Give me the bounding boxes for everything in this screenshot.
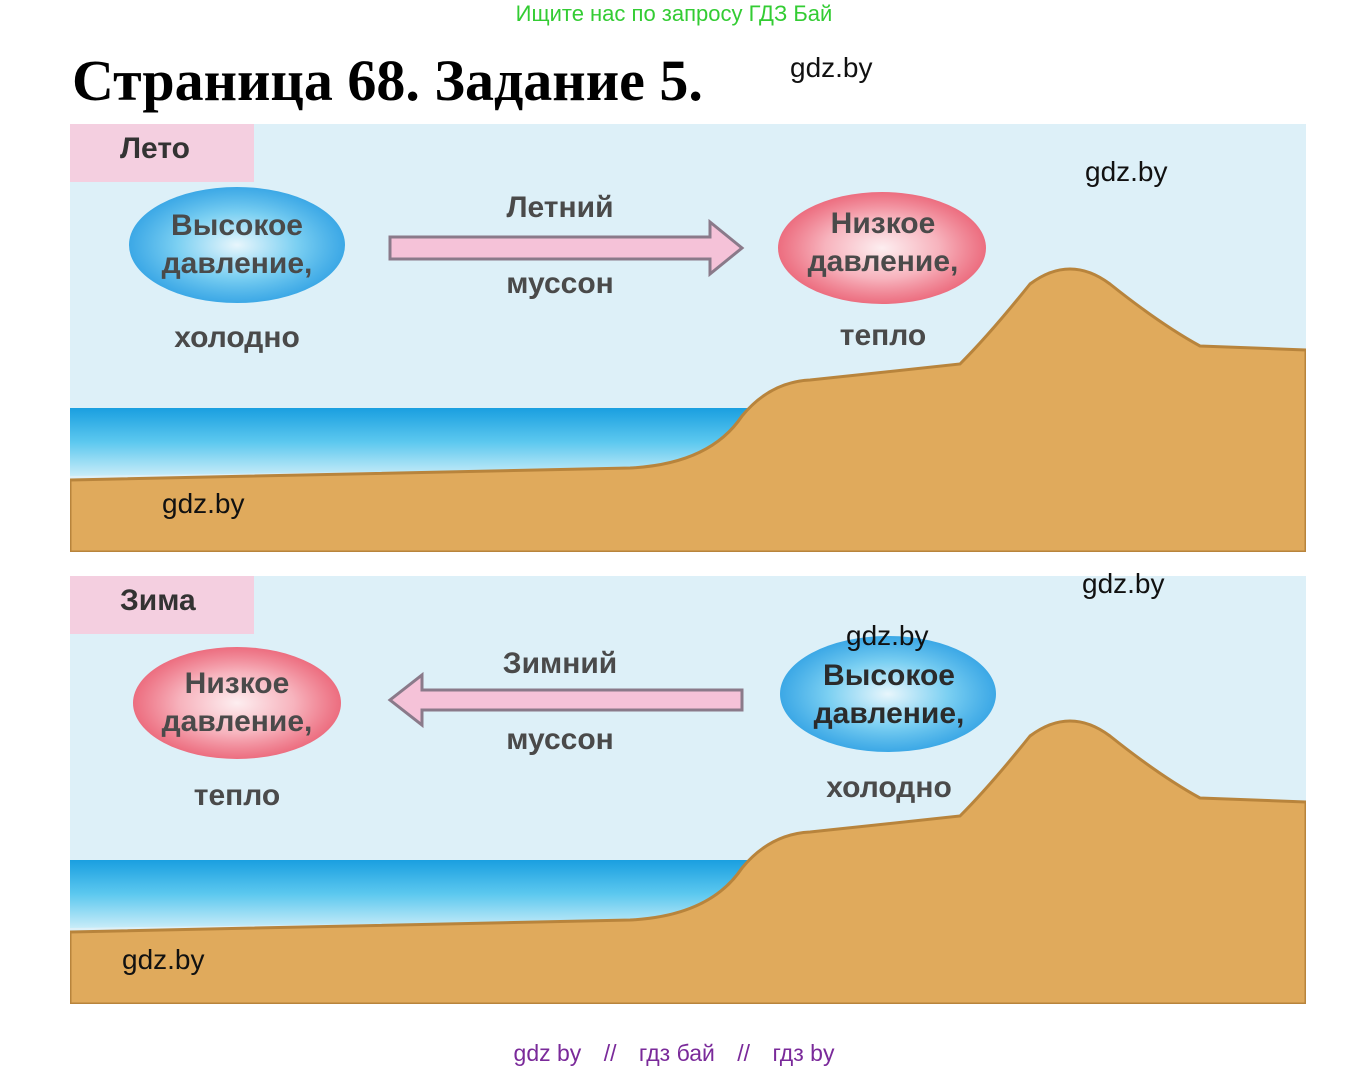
season-label-bg <box>70 124 254 182</box>
top-banner: Ищите нас по запросу ГДЗ Бай <box>515 1 833 26</box>
footer-separator: // <box>603 1040 617 1066</box>
watermark: gdz.by <box>1082 568 1165 599</box>
water <box>70 860 760 928</box>
right-pressure-line-2: давление, <box>807 245 959 278</box>
water <box>70 408 760 476</box>
watermark: gdz.by <box>846 620 929 651</box>
arrow-label-top: Зимний <box>502 647 618 680</box>
watermark: gdz.by <box>162 488 245 519</box>
land <box>70 267 1306 552</box>
summer-diagram <box>70 124 1306 552</box>
high-pressure-zone <box>780 636 996 752</box>
land <box>70 719 1306 1004</box>
left-caption: тепло <box>193 779 281 812</box>
season-label-bg <box>70 576 254 634</box>
watermark: gdz.by <box>790 52 873 83</box>
right-caption: тепло <box>839 319 927 352</box>
left-caption: холодно <box>174 321 300 354</box>
footer: gdz by // гдз бай // гдз by <box>0 1038 1348 1068</box>
footer-link-3[interactable]: гдз by <box>772 1040 835 1066</box>
winter-diagram <box>70 576 1306 1004</box>
high-pressure-zone <box>129 187 345 303</box>
summer-panel: Лето Высокое давление, холодно Летний му… <box>70 124 1306 552</box>
watermark: gdz.by <box>122 944 205 975</box>
season-label: Зима <box>120 584 196 617</box>
arrow-label-top: Летний <box>506 191 614 224</box>
left-pressure-line-1: Низкое <box>184 667 290 700</box>
winter-panel: Зима Низкое давление, тепло Зимний муссо… <box>70 576 1306 1004</box>
monsoon-arrow-right <box>388 218 745 278</box>
low-pressure-zone <box>133 647 341 759</box>
low-pressure-zone <box>778 192 986 304</box>
right-pressure-line-2: давление, <box>813 697 965 730</box>
left-pressure-line-2: давление, <box>161 705 313 738</box>
arrow-label-bottom: муссон <box>506 267 614 300</box>
left-pressure-line-1: Высокое <box>171 209 303 242</box>
season-label: Лето <box>120 132 190 165</box>
page-title: Страница 68. Задание 5. <box>72 48 703 113</box>
left-pressure-line-2: давление, <box>161 247 313 280</box>
right-pressure-line-1: Низкое <box>830 207 936 240</box>
watermark: gdz.by <box>1085 156 1168 187</box>
right-caption: холодно <box>826 771 952 804</box>
monsoon-arrow-left <box>387 671 744 729</box>
arrow-label-bottom: муссон <box>506 723 614 756</box>
footer-link-1[interactable]: gdz by <box>513 1040 582 1066</box>
footer-link-2[interactable]: гдз бай <box>638 1040 715 1066</box>
footer-separator: // <box>737 1040 751 1066</box>
right-pressure-line-1: Высокое <box>823 659 955 692</box>
